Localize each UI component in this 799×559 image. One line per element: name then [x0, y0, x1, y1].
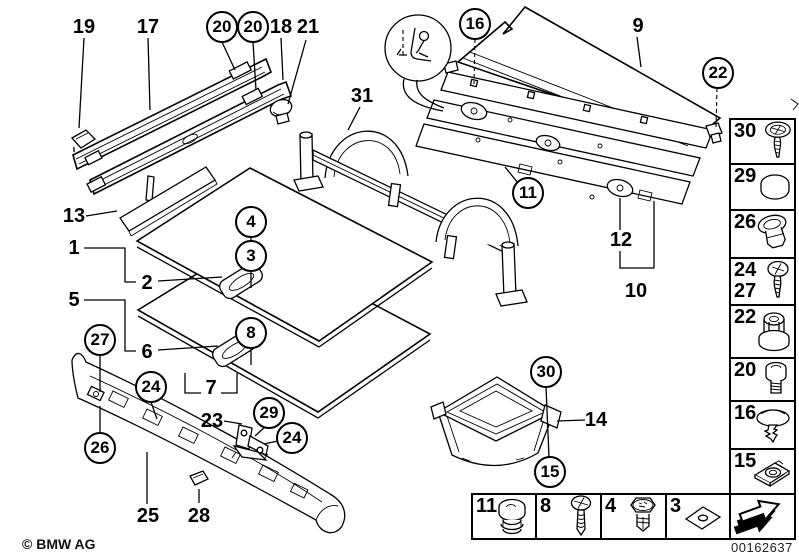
legend-label: 29 — [734, 165, 757, 187]
round-plug-icon — [493, 496, 531, 538]
callout-21[interactable]: 21 — [296, 16, 320, 38]
legend-label-2: 27 — [734, 280, 757, 302]
clip-28 — [189, 470, 209, 486]
callout-circle-15[interactable]: 15 — [534, 456, 566, 488]
grommet-nut-icon — [755, 212, 793, 256]
callout-circle-27[interactable]: 27 — [84, 324, 116, 356]
callout-7[interactable]: 7 — [205, 377, 217, 399]
callout-25[interactable]: 25 — [136, 505, 160, 527]
clip-21 — [269, 98, 293, 125]
legend-cell-16[interactable]: 16 — [729, 400, 796, 450]
spacer-bushing-icon — [755, 310, 793, 354]
mounting-rail-lower-10 — [415, 123, 691, 205]
callout-circle-30[interactable]: 30 — [530, 356, 562, 388]
roller-rail-front-18 — [86, 80, 293, 196]
legend-label: 15 — [734, 450, 757, 472]
legend-cell-8[interactable]: 8 — [535, 493, 602, 540]
legend-cell-24-27[interactable]: 24 27 — [729, 257, 796, 306]
washer-screw-icon — [759, 121, 793, 163]
callout-17[interactable]: 17 — [136, 16, 160, 38]
callout-14[interactable]: 14 — [584, 409, 608, 431]
legend-cell-11[interactable]: 11 — [471, 493, 537, 540]
legend-cell-30[interactable]: 30 — [729, 118, 796, 165]
callout-circle-29[interactable]: 29 — [253, 397, 285, 429]
square-washer-icon — [681, 498, 725, 536]
socket-bolt-icon — [759, 360, 793, 400]
cargo-rail-31 — [293, 130, 528, 307]
roller-rail-rear-17 — [72, 57, 272, 171]
callout-6[interactable]: 6 — [141, 341, 153, 363]
callout-18[interactable]: 18 — [269, 16, 293, 38]
callout-circle-22[interactable]: 22 — [702, 57, 734, 89]
callout-31[interactable]: 31 — [350, 85, 374, 107]
callout-circle-8[interactable]: 8 — [235, 317, 267, 349]
legend-cell-29[interactable]: 29 — [729, 163, 796, 211]
diagram-number: 00162637 — [731, 540, 793, 555]
callout-19[interactable]: 19 — [72, 16, 96, 38]
callout-circle-3[interactable]: 3 — [235, 240, 267, 272]
legend-label: 11 — [476, 495, 498, 517]
mushroom-clip-icon — [753, 403, 793, 447]
mounting-rail-mid — [426, 99, 701, 177]
cap-plug-icon — [757, 171, 793, 203]
legend-cell-arrow[interactable] — [729, 493, 796, 540]
callout-5[interactable]: 5 — [68, 289, 80, 311]
callout-1[interactable]: 1 — [68, 237, 80, 259]
legend-cell-22[interactable]: 22 — [729, 304, 796, 359]
callout-28[interactable]: 28 — [187, 505, 211, 527]
legend-cell-26[interactable]: 26 — [729, 209, 796, 259]
legend-label: 4 — [605, 495, 617, 517]
clip-22-target — [705, 122, 723, 144]
edge-tick — [790, 98, 799, 111]
callout-circle-20a[interactable]: 20 — [206, 11, 238, 43]
legend-cell-15[interactable]: 15 — [729, 448, 796, 495]
callout-23[interactable]: 23 — [200, 410, 224, 432]
legend-label: 3 — [670, 495, 682, 517]
legend-label: 22 — [734, 306, 757, 328]
leader-lines — [78, 36, 718, 504]
callout-circle-20b[interactable]: 20 — [237, 11, 269, 43]
legend-cell-20[interactable]: 20 — [729, 357, 796, 402]
callout-10[interactable]: 10 — [624, 280, 648, 302]
hex-bolt-icon — [625, 495, 661, 539]
storage-tray-14 — [430, 376, 562, 467]
callout-2[interactable]: 2 — [141, 272, 153, 294]
callout-13[interactable]: 13 — [62, 205, 86, 227]
bracket-23 — [231, 424, 269, 461]
callout-circle-16[interactable]: 16 — [459, 8, 491, 40]
legend-label: 8 — [540, 495, 552, 517]
copyright-text: © BMW AG — [22, 536, 96, 552]
legend-label: 24 — [734, 259, 757, 281]
legend-label: 30 — [734, 120, 757, 142]
callout-circle-4[interactable]: 4 — [235, 206, 267, 238]
legend-label: 16 — [734, 402, 757, 424]
phillips-screw-icon — [566, 494, 596, 539]
callout-12[interactable]: 12 — [609, 229, 633, 251]
callout-circle-11[interactable]: 11 — [512, 177, 544, 209]
callout-9[interactable]: 9 — [632, 15, 644, 37]
trim-strip-13 — [119, 166, 218, 237]
direction-of-travel-arrow-icon — [732, 497, 790, 537]
legend-label: 26 — [734, 211, 757, 233]
speed-nut-plate-icon — [751, 452, 793, 492]
child-seat-icon — [396, 27, 432, 62]
legend-cell-3[interactable]: 3 — [665, 493, 731, 540]
end-cap-19 — [70, 129, 97, 152]
pan-screw-icon — [763, 260, 793, 304]
callout-circle-26[interactable]: 26 — [84, 432, 116, 464]
callout-circle-24a[interactable]: 24 — [135, 371, 167, 403]
legend-cell-4[interactable]: 4 — [600, 493, 667, 540]
callout-circle-24b[interactable]: 24 — [276, 422, 308, 454]
child-seat-badge — [384, 14, 452, 112]
floor-panel-rear-1 — [135, 167, 434, 348]
legend-label: 20 — [734, 359, 757, 381]
